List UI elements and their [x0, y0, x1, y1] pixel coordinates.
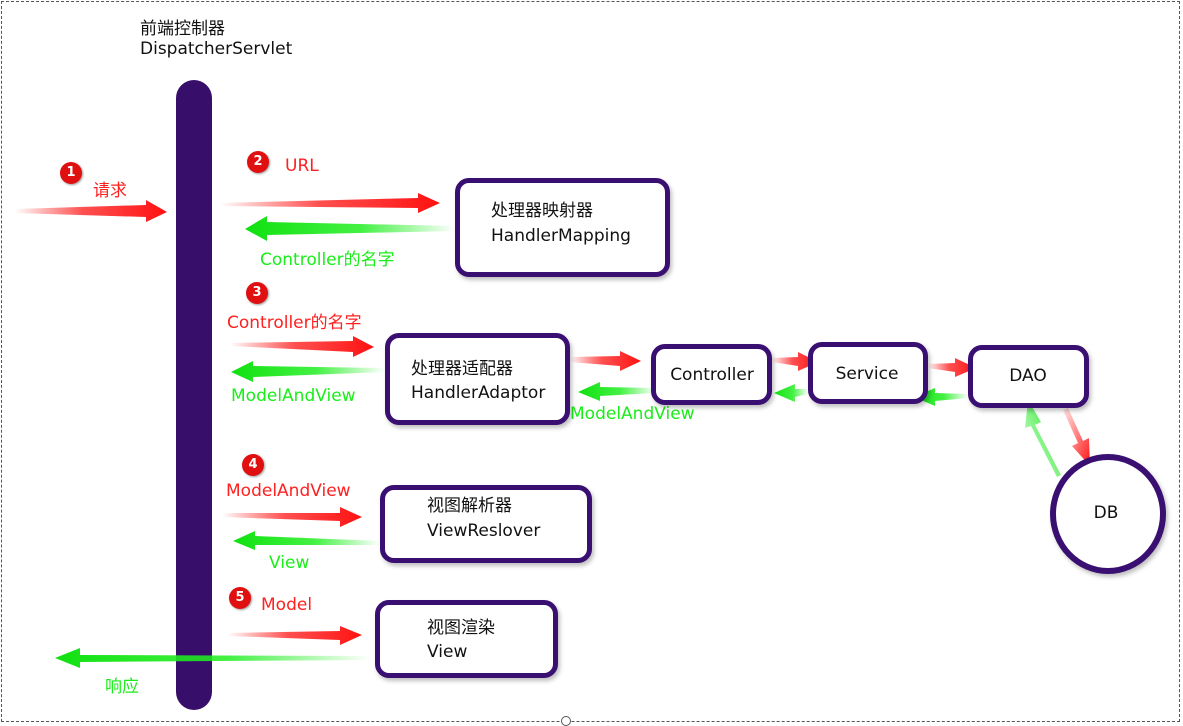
dispatcher-servlet-bar [176, 80, 212, 710]
handler-mapping-box [455, 178, 670, 277]
arrow-adaptor-controller [570, 351, 641, 371]
handler-adaptor-title-cn: 处理器适配器 [411, 359, 513, 379]
db-label: DB [1093, 503, 1119, 523]
controller-box [651, 344, 772, 405]
label-url: URL [285, 156, 319, 176]
step-3-badge: 3 [246, 282, 268, 304]
view-resolver-box [380, 485, 592, 563]
arrow-mav-return-1 [231, 361, 385, 382]
dispatcher-title-en: DispatcherServlet [140, 39, 293, 59]
arrow-to-adaptor [230, 336, 374, 357]
arrow-controller-name-return [245, 216, 455, 241]
label-request: 请求 [93, 181, 127, 201]
arrow-controller-service [772, 352, 818, 371]
handler-adaptor-box [385, 333, 570, 425]
controller-label: Controller [670, 365, 754, 385]
arrow-view-return [233, 531, 380, 550]
handler-adaptor-title-en: HandlerAdaptor [411, 383, 546, 403]
label-view-return: View [269, 553, 310, 573]
view-render-title-en: View [427, 642, 468, 662]
arrow-db-dao [1025, 400, 1061, 477]
label-modelandview: ModelAndView [226, 481, 351, 501]
arrow-request [15, 200, 167, 222]
step-4-badge: 4 [242, 454, 264, 476]
label-response: 响应 [105, 677, 139, 697]
arrow-service-controller [774, 384, 808, 402]
view-resolver-title-cn: 视图解析器 [427, 496, 512, 516]
view-render-box [375, 600, 558, 678]
dispatcher-title-cn: 前端控制器 [140, 19, 225, 39]
arrow-dao-db [1063, 408, 1090, 466]
db-circle [1050, 454, 1166, 574]
arrow-to-resolver [222, 507, 362, 527]
step-2-badge: 2 [247, 151, 269, 173]
label-controller-name-return: Controller的名字 [260, 250, 395, 270]
dao-box [968, 345, 1089, 408]
step-5-badge: 5 [229, 587, 251, 609]
arrow-url [220, 193, 440, 213]
service-label: Service [835, 364, 899, 384]
label-controller-name: Controller的名字 [227, 313, 362, 333]
handler-mapping-title-en: HandlerMapping [491, 226, 631, 246]
step-1-badge: 1 [60, 162, 82, 184]
arrow-controller-adaptor [578, 382, 655, 401]
handler-mapping-title-cn: 处理器映射器 [491, 201, 593, 221]
view-render-title-cn: 视图渲染 [427, 618, 495, 638]
arrow-response [55, 648, 370, 668]
label-modelandview-controller: ModelAndView [570, 404, 695, 424]
label-model: Model [261, 595, 313, 615]
arrow-to-render [228, 626, 362, 645]
dao-label: DAO [1009, 366, 1047, 386]
view-resolver-title-en: ViewReslover [427, 521, 541, 541]
service-box [808, 342, 928, 404]
label-modelandview-return: ModelAndView [231, 386, 356, 406]
arrow-service-dao [928, 358, 976, 377]
